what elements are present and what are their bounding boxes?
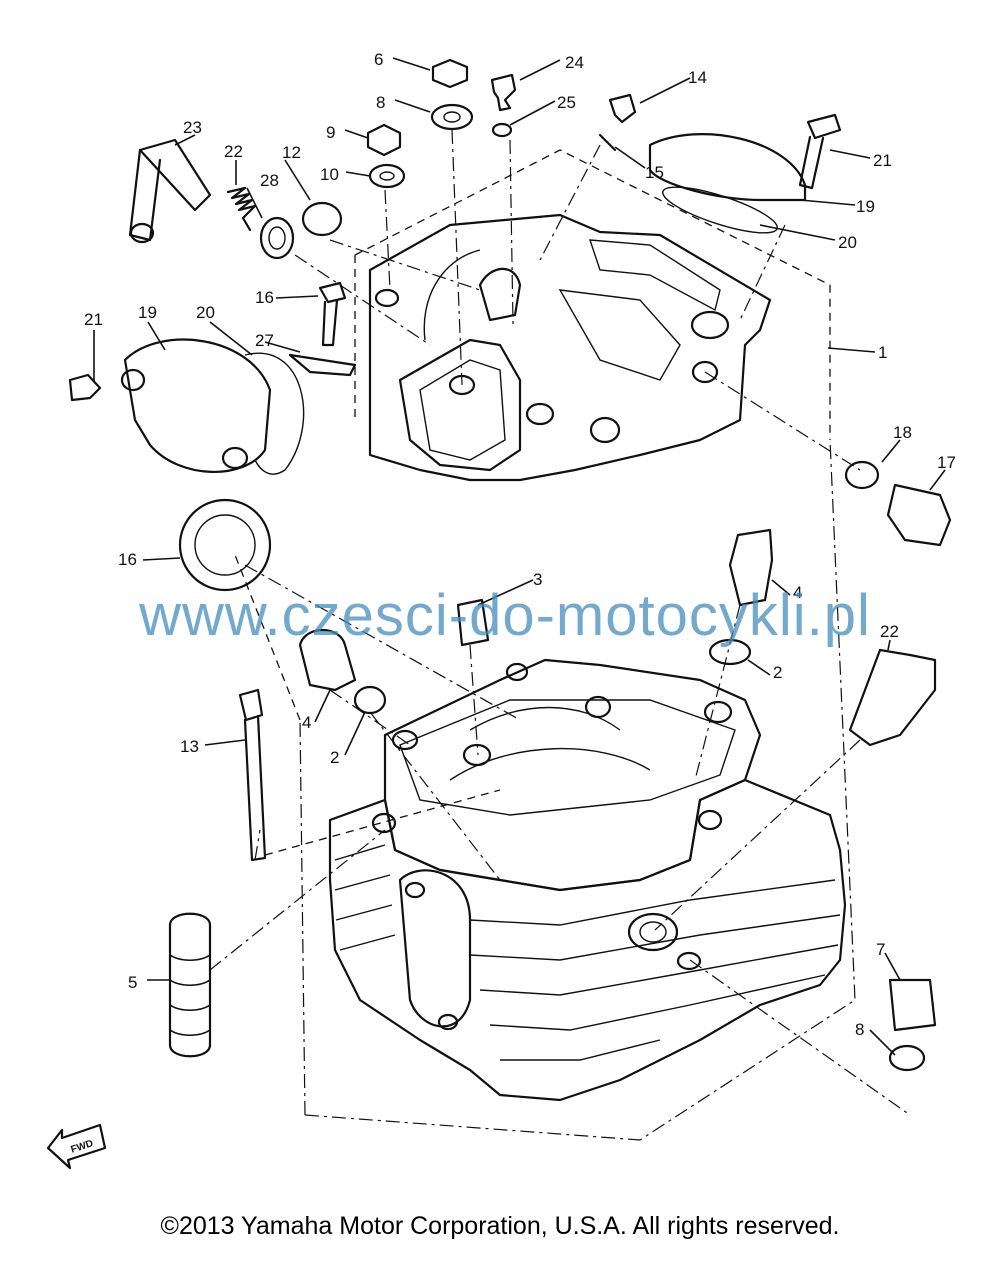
callout-5: 5 bbox=[128, 973, 137, 992]
callout-17: 17 bbox=[937, 453, 956, 472]
callout-25: 24 bbox=[565, 53, 584, 72]
callout-10: 10 bbox=[320, 165, 339, 184]
callout-14: 15 bbox=[645, 163, 664, 182]
callout-21-top: 21 bbox=[873, 151, 892, 170]
callout-7: 7 bbox=[876, 940, 885, 959]
callout-12: 12 bbox=[282, 143, 301, 162]
copyright-notice: ©2013 Yamaha Motor Corporation, U.S.A. A… bbox=[160, 1212, 840, 1240]
callout-19-top: 19 bbox=[856, 197, 875, 216]
callout-6: 6 bbox=[374, 50, 383, 69]
callout-23: 23 bbox=[183, 118, 202, 137]
callout-labels: 6 24 14 8 25 23 9 22 12 21 15 10 28 19 2… bbox=[84, 50, 956, 1039]
callout-20-top: 20 bbox=[838, 233, 857, 252]
callout-1: 1 bbox=[878, 343, 887, 362]
small-parts bbox=[68, 58, 952, 1072]
assembly-boundary-lines bbox=[234, 149, 856, 1141]
callout-3: 3 bbox=[533, 570, 542, 589]
callout-21-side: 21 bbox=[84, 310, 103, 329]
leader-lines bbox=[93, 57, 946, 1056]
callout-4-left: 4 bbox=[302, 713, 311, 732]
callout-13: 14 bbox=[688, 68, 707, 87]
callout-15: 16 bbox=[255, 288, 274, 307]
camshaft-housing bbox=[368, 213, 772, 482]
callout-9: 9 bbox=[326, 123, 335, 142]
assembly-center-lines bbox=[209, 129, 911, 1116]
callout-24: 22 bbox=[224, 142, 243, 161]
callout-27: 27 bbox=[255, 331, 274, 350]
callout-11: 13 bbox=[180, 737, 199, 756]
callout-28: 28 bbox=[260, 171, 279, 190]
cylinder-head bbox=[328, 658, 847, 1102]
callout-2-left: 2 bbox=[330, 748, 339, 767]
callout-4-right: 4 bbox=[793, 583, 802, 602]
callout-8-top: 8 bbox=[376, 93, 385, 112]
callout-8-bottom: 8 bbox=[855, 1020, 864, 1039]
callout-18: 18 bbox=[893, 423, 912, 442]
callout-19-side: 19 bbox=[138, 303, 157, 322]
callout-22: 22 bbox=[880, 622, 899, 641]
callout-16: 16 bbox=[118, 550, 137, 569]
callout-20-side: 20 bbox=[196, 303, 215, 322]
callout-2-right: 2 bbox=[773, 663, 782, 682]
callout-26: 25 bbox=[557, 93, 576, 112]
fwd-arrow-icon: FWD bbox=[46, 1123, 107, 1170]
